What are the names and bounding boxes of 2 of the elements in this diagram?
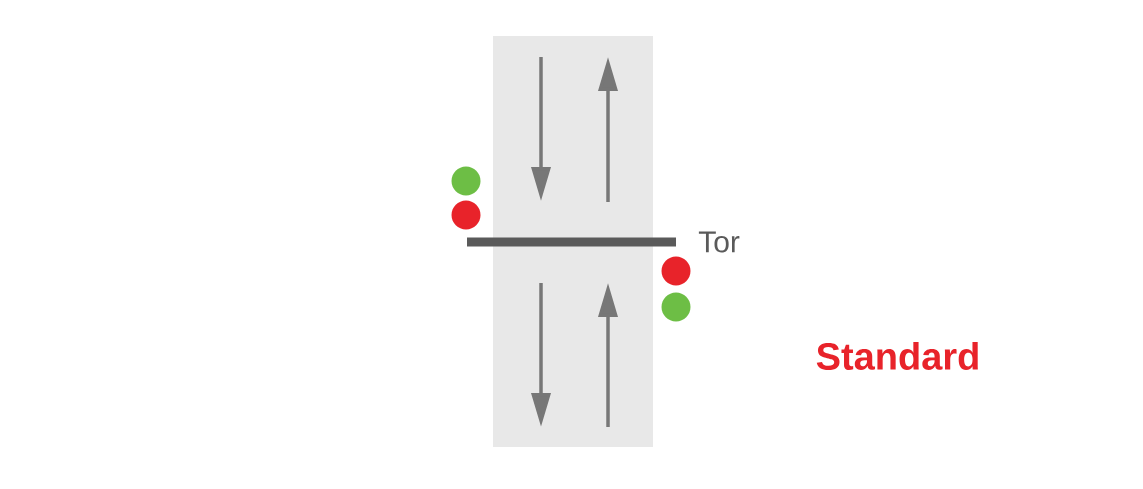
heading-text: Standard: [816, 342, 978, 370]
gate-label: Tor: [698, 231, 740, 253]
